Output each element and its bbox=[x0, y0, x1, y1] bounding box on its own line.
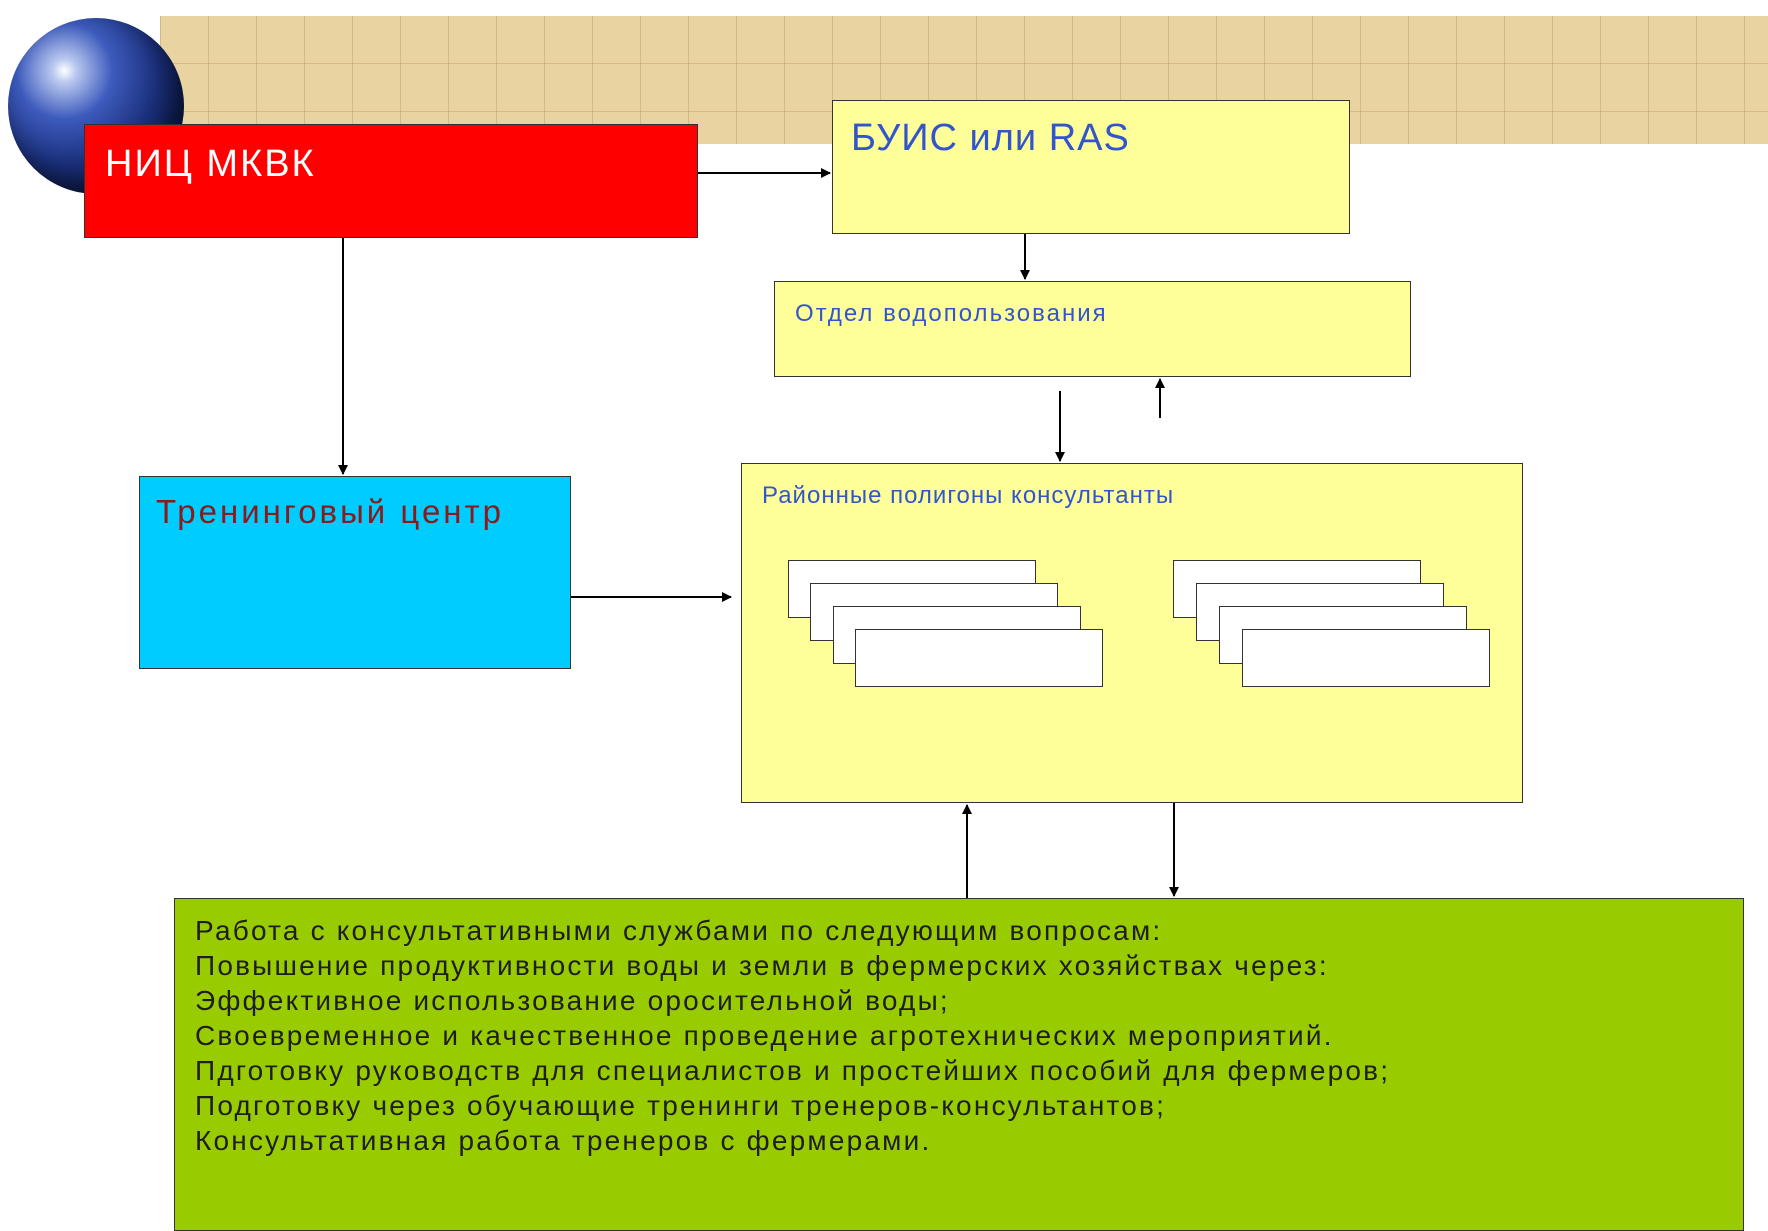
consultant-card bbox=[1242, 629, 1490, 687]
consulting-work-line: Повышение продуктивности воды и земли в … bbox=[195, 950, 1329, 981]
consulting-work-line: Эффективное использование оросительной в… bbox=[195, 985, 950, 1016]
node-water-use-department-label: Отдел водопользования bbox=[795, 300, 1108, 327]
consulting-work-line: Консультативная работа тренеров с фермер… bbox=[195, 1125, 932, 1156]
node-district-polygons-label: Районные полигоны консультанты bbox=[762, 482, 1175, 509]
node-water-use-department: Отдел водопользования bbox=[774, 281, 1411, 377]
node-nic-mkvk-label: НИЦ МКВК bbox=[105, 143, 316, 185]
consulting-work-line: Пдготовку руководств для специалистов и … bbox=[195, 1055, 1391, 1086]
node-training-center: Тренинговый центр bbox=[139, 476, 571, 669]
node-buis-ras: БУИС или RAS bbox=[832, 100, 1350, 234]
consulting-work-line: Своевременное и качественное проведение … bbox=[195, 1020, 1334, 1051]
node-consulting-work: Работа с консультативными службами по сл… bbox=[174, 898, 1744, 1231]
consulting-work-list: Работа с консультативными службами по сл… bbox=[195, 913, 1390, 1158]
consulting-work-line: Подготовку через обучающие тренинги трен… bbox=[195, 1090, 1167, 1121]
node-district-polygons: Районные полигоны консультанты bbox=[741, 463, 1523, 803]
node-nic-mkvk: НИЦ МКВК bbox=[84, 124, 698, 238]
node-buis-ras-label: БУИС или RAS bbox=[851, 117, 1130, 159]
consulting-work-line: Работа с консультативными службами по сл… bbox=[195, 915, 1163, 946]
world-map-banner bbox=[160, 16, 1768, 144]
node-training-center-label: Тренинговый центр bbox=[156, 493, 504, 530]
consultant-card bbox=[855, 629, 1103, 687]
